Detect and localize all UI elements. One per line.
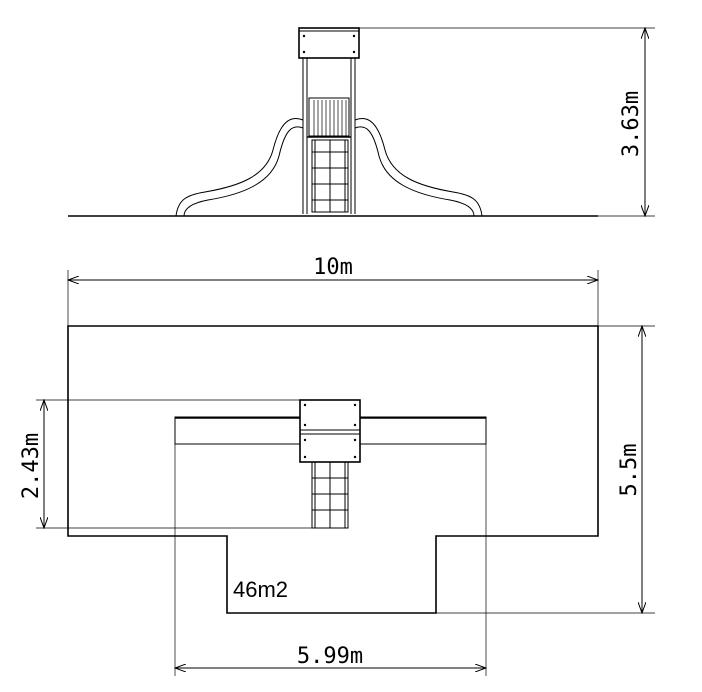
depth-dimension-label: 5.5m bbox=[617, 444, 642, 497]
equipment-depth-label: 2.43m bbox=[19, 433, 44, 499]
elevation-view: 3.63m bbox=[68, 28, 655, 216]
plan-tower bbox=[299, 399, 361, 463]
elevation-ladder bbox=[311, 139, 349, 213]
safety-area-outline bbox=[67, 325, 599, 614]
plan-right-slide bbox=[359, 416, 487, 445]
area-label: 46m2 bbox=[233, 577, 288, 602]
bottom-width-label: 5.99m bbox=[297, 644, 363, 669]
plan-view: 46m2 10m 5.5m 2.43m 5.99m bbox=[19, 255, 655, 676]
left-slide bbox=[175, 118, 304, 217]
plan-left-slide bbox=[174, 416, 301, 445]
plan-ladder bbox=[311, 461, 349, 529]
height-dimension-label: 3.63m bbox=[619, 91, 644, 157]
tower-roof bbox=[298, 27, 360, 59]
right-slide bbox=[354, 118, 483, 217]
width-dimension-label: 10m bbox=[313, 255, 353, 280]
tower-railing bbox=[308, 97, 350, 137]
